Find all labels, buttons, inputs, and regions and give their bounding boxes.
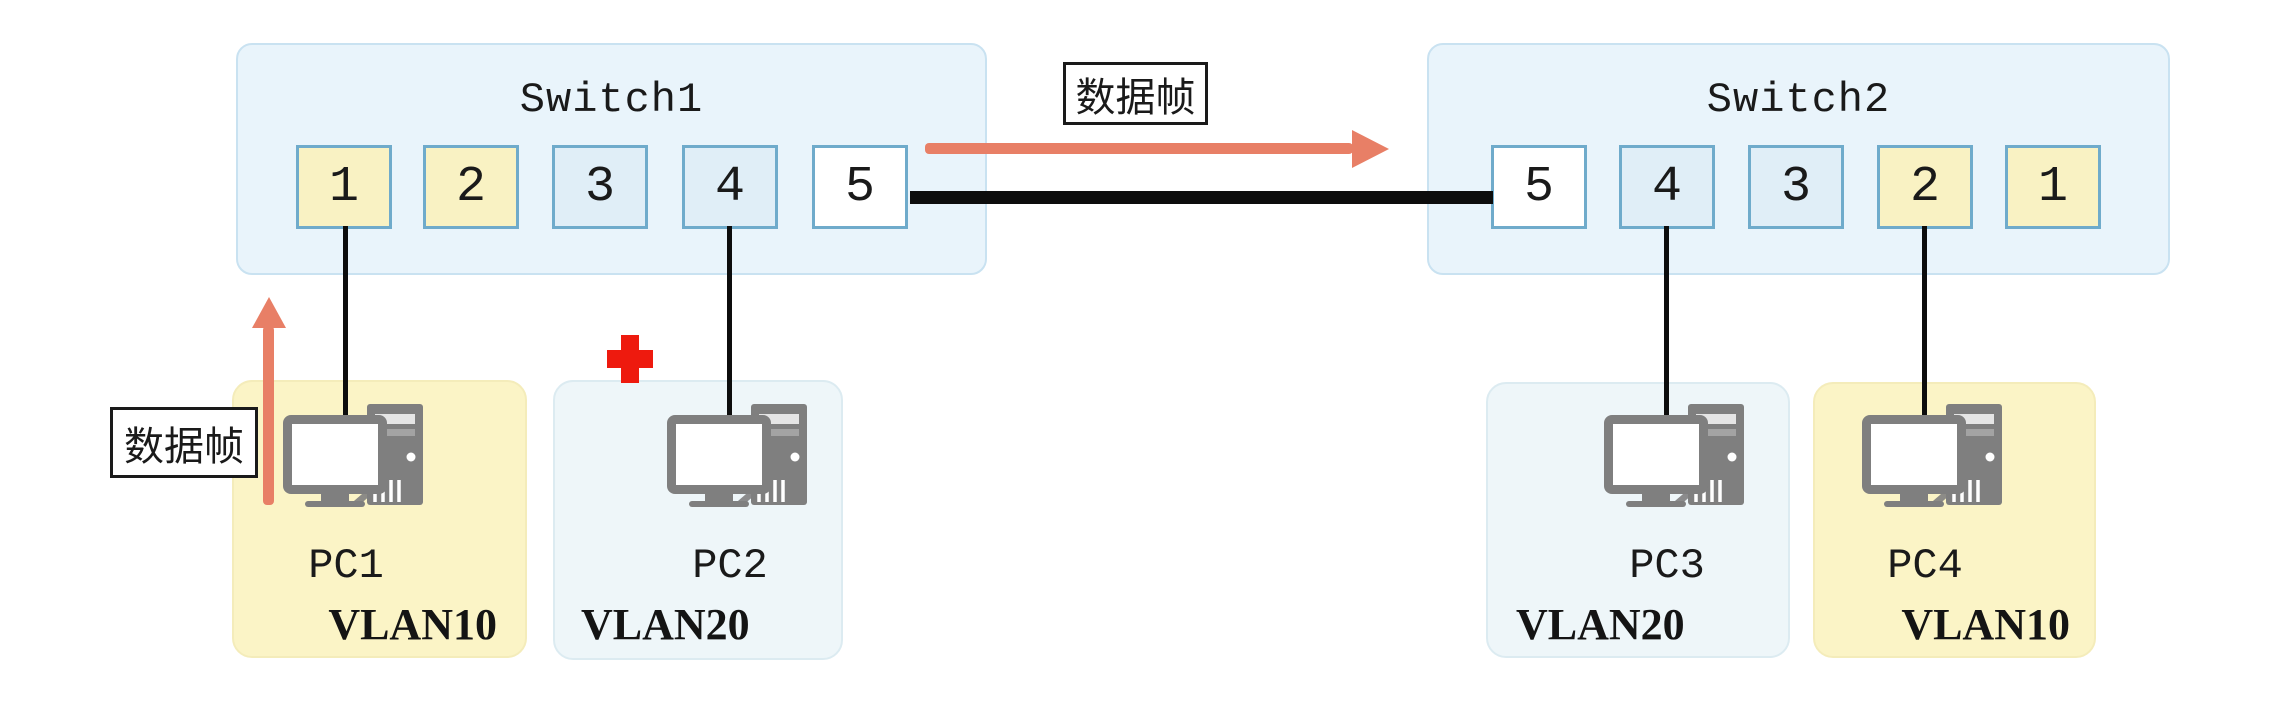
data-frame-arrow-up-head (252, 297, 286, 328)
pc3-name: PC3 (1629, 542, 1705, 590)
switch1-port-1: 1 (296, 145, 392, 229)
switch2-port-3: 3 (1748, 145, 1844, 229)
pc4-link-line (1922, 226, 1927, 502)
pc1-link-line (343, 226, 348, 502)
pc2-name: PC2 (692, 542, 768, 590)
blocked-marker-icon (607, 335, 653, 383)
pc3-desktop-icon (1604, 404, 1744, 507)
switch2-port-1: 1 (2005, 145, 2101, 229)
switch1-title: Switch1 (519, 76, 704, 124)
pc2-desktop-icon (667, 404, 807, 507)
trunk-cable (910, 191, 1493, 204)
switch2-port-5: 5 (1491, 145, 1587, 229)
blocked-marker-horizontal-bar (607, 350, 653, 368)
pc1-desktop-icon (283, 404, 423, 507)
pc2-link-line (727, 226, 732, 502)
pc1-name: PC1 (308, 542, 384, 590)
switch1-port-3: 3 (552, 145, 648, 229)
pc4-name: PC4 (1887, 542, 1963, 590)
data-frame-label-top: 数据帧 (1063, 62, 1208, 125)
pc4-vlan-label: VLAN10 (1901, 600, 2070, 649)
data-frame-arrow-right-head (1352, 130, 1389, 168)
data-frame-label-left: 数据帧 (110, 407, 258, 478)
pc4-desktop-icon (1862, 404, 2002, 507)
switch1-port-5: 5 (812, 145, 908, 229)
switch1-port-4: 4 (682, 145, 778, 229)
data-frame-arrow-right (925, 143, 1353, 154)
switch2-port-2: 2 (1877, 145, 1973, 229)
pc3-vlan-label: VLAN20 (1516, 600, 1685, 649)
pc3-link-line (1664, 226, 1669, 502)
switch2-title: Switch2 (1706, 76, 1891, 124)
switch2-port-4: 4 (1619, 145, 1715, 229)
data-frame-arrow-up (263, 326, 274, 505)
pc1-vlan-label: VLAN10 (328, 600, 497, 649)
switch1-port-2: 2 (423, 145, 519, 229)
pc2-vlan-label: VLAN20 (581, 600, 750, 649)
